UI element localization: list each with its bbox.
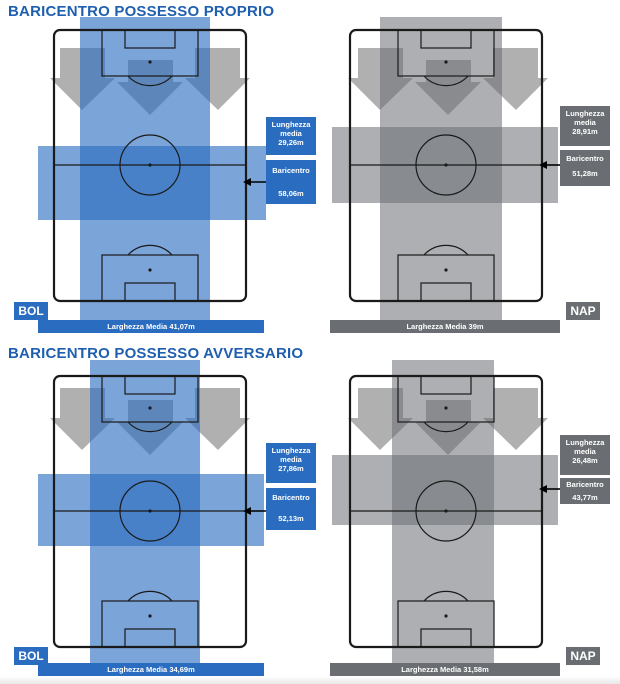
team-badge-nap-own: NAP [566,302,600,320]
footer-shade [0,676,620,684]
baricentro-box-bol-own: Baricentro 58,06m [266,160,316,204]
section-title-opponent-possession: BARICENTRO POSSESSO AVVERSARIO [8,345,304,362]
team-badge-bol-opp: BOL [14,647,48,665]
width-bar-nap-own: Larghezza Media 39m [330,320,560,333]
lunghezza-box-nap-own: Lunghezza media 28,91m [560,106,610,146]
pitch-nap-own [298,0,620,340]
team-badge-bol-own: BOL [14,302,48,320]
pitch-lines [52,28,248,303]
width-bar-nap-opp: Larghezza Media 31,58m [330,663,560,676]
pitch-nap-opp [298,340,620,680]
lunghezza-box-bol-own: Lunghezza media 29,26m [266,117,316,155]
section-title-own-possession: BARICENTRO POSSESSO PROPRIO [8,3,275,20]
pitch-bol-own [0,0,310,340]
team-badge-nap-opp: NAP [566,647,600,665]
width-bar-bol-own: Larghezza Media 41,07m [38,320,264,333]
lunghezza-box-bol-opp: Lunghezza media 27,86m [266,443,316,483]
baricentro-arrow [243,178,251,186]
baricentro-box-bol-opp: Baricentro 52,13m [266,488,316,530]
baricentro-box-nap-opp: Baricentro 43,77m [560,478,610,504]
lunghezza-box-nap-opp: Lunghezza media 26,48m [560,435,610,475]
width-bar-bol-opp: Larghezza Media 34,69m [38,663,264,676]
length-band [38,146,266,220]
pitch-bol-opp [0,340,310,680]
baricentro-box-nap-own: Baricentro 51,28m [560,150,610,186]
